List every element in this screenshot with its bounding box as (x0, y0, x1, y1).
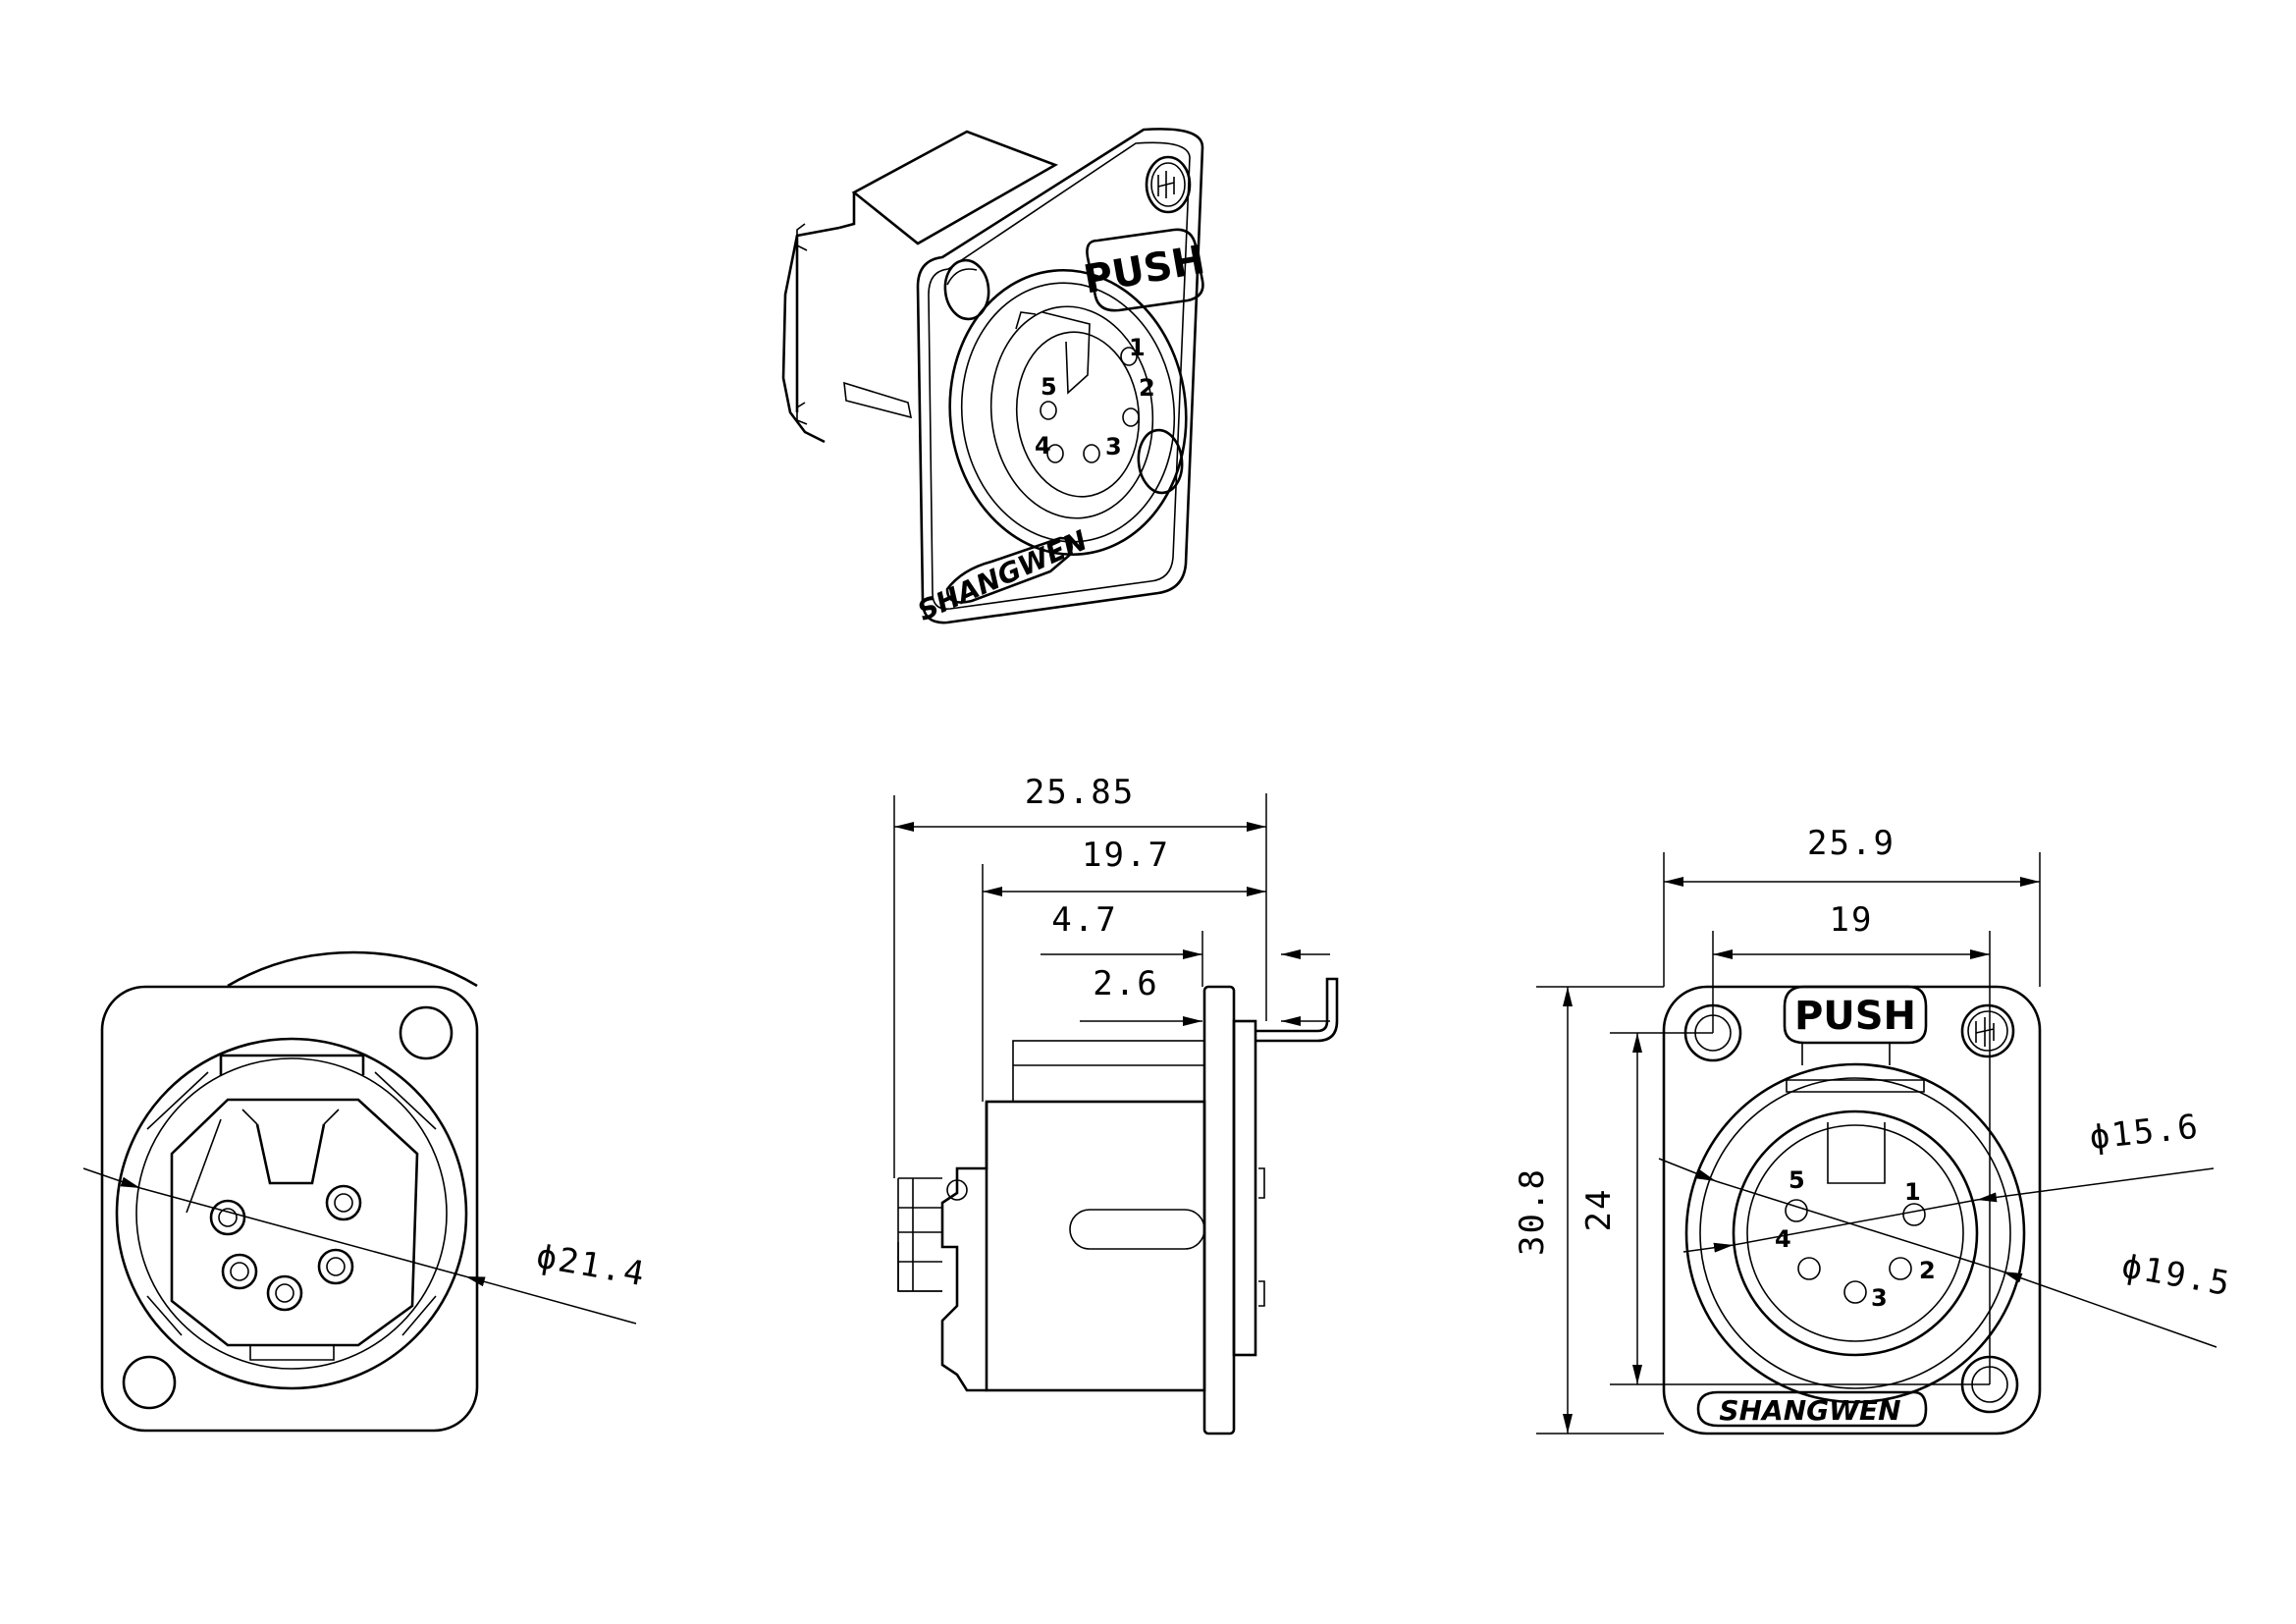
dim-dia-21-4: ϕ21.4 (533, 1236, 649, 1294)
dim-19: 19 (1830, 900, 1874, 940)
front-push-label: PUSH (1794, 994, 1916, 1039)
front-pin-4-label: 4 (1775, 1225, 1791, 1253)
side-view: 25.85 19.7 4.7 2.6 (893, 773, 1339, 1435)
front-pin-3-label: 3 (1871, 1284, 1888, 1312)
iso-pin-4-label: 4 (1035, 432, 1051, 460)
iso-pin-2-label: 2 (1139, 374, 1155, 402)
front-pin-1-label: 1 (1904, 1178, 1921, 1206)
front-pin-2-label: 2 (1919, 1257, 1936, 1284)
dim-dia-15-6: ϕ15.6 (2088, 1107, 2202, 1158)
iso-pin-5-label: 5 (1041, 373, 1057, 401)
dim-25-85: 25.85 (1025, 773, 1135, 812)
iso-brand-label: SHANGWEN (913, 524, 1093, 627)
dim-2-6: 2.6 (1093, 964, 1158, 1003)
iso-push-label: PUSH (1081, 238, 1208, 303)
dim-24: 24 (1579, 1188, 1619, 1232)
front-view: PUSH 1 2 3 4 5 SHANGWEN 25.9 19 30.8 2 (1513, 824, 2234, 1435)
dim-19-7: 19.7 (1082, 836, 1170, 875)
front-brand-label: SHANGWEN (1719, 1394, 1900, 1427)
isometric-view: PUSH 1 2 3 4 5 SHANGWEN (781, 128, 1208, 627)
front-pin-5-label: 5 (1789, 1166, 1805, 1194)
iso-pin-3-label: 3 (1105, 433, 1122, 460)
iso-pin-1-label: 1 (1129, 334, 1146, 361)
dim-25-9: 25.9 (1807, 824, 1896, 863)
rear-view: ϕ21.4 (82, 950, 649, 1433)
dim-4-7: 4.7 (1051, 900, 1117, 940)
dim-dia-19-5: ϕ19.5 (2118, 1246, 2234, 1304)
dim-30-8: 30.8 (1513, 1167, 1552, 1256)
